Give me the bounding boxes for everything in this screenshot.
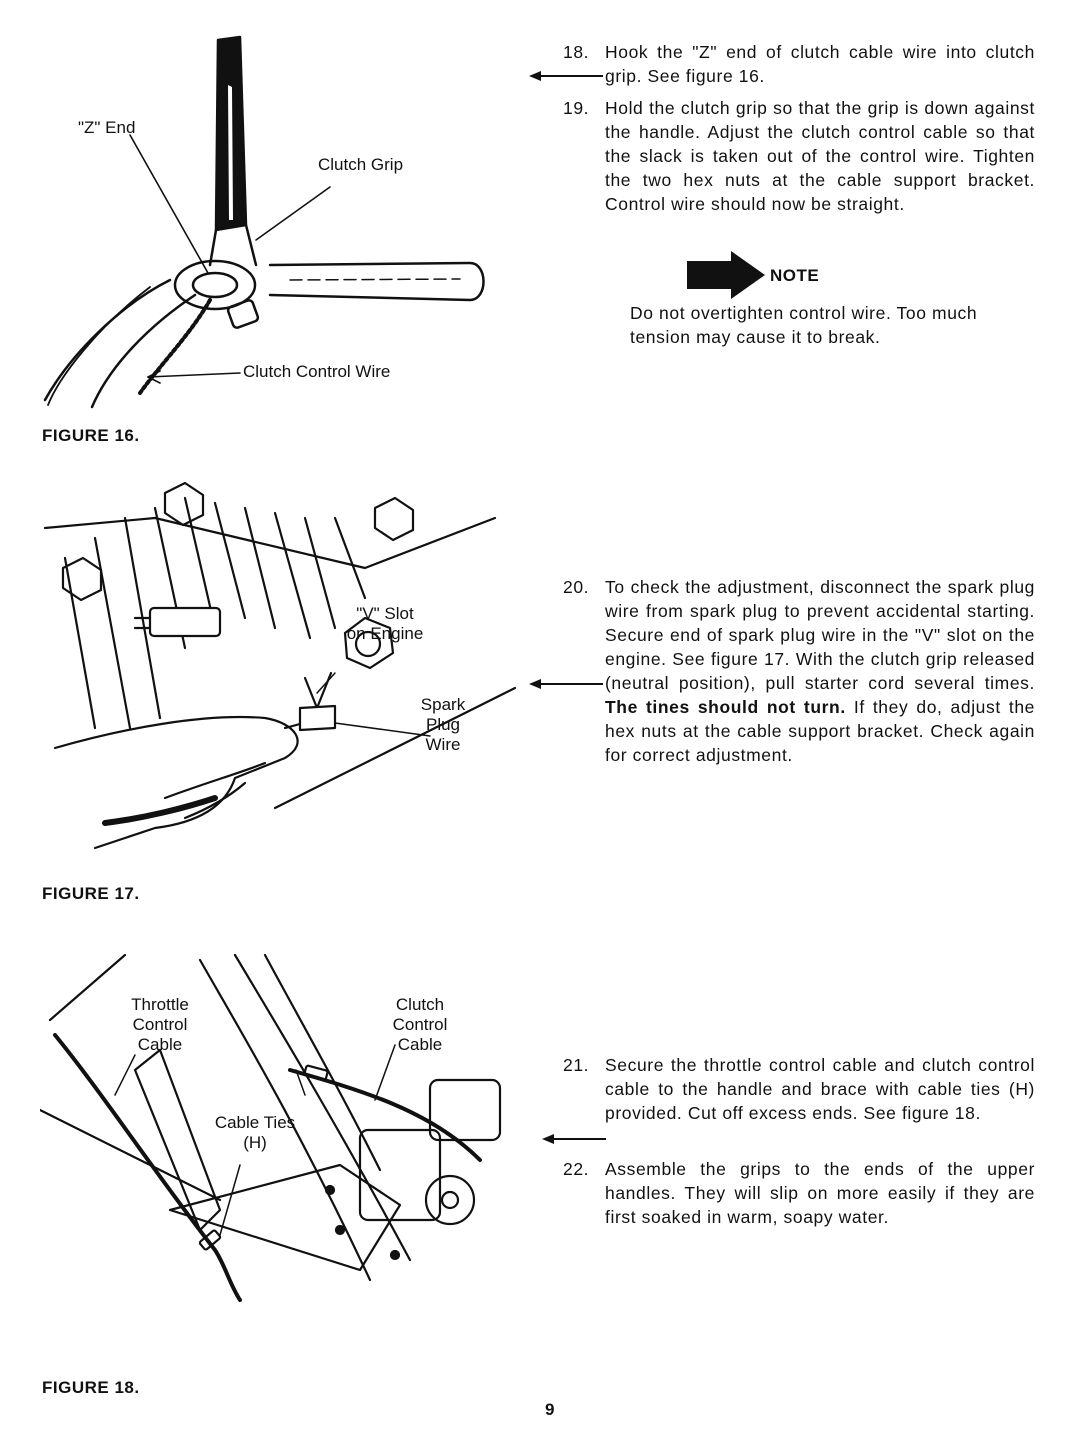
figure-17-label: FIGURE 17. (42, 884, 140, 903)
step-21-text: Secure the throttle control cable and cl… (605, 1055, 1035, 1123)
callout-v-slot: "V" Slot on Engine (320, 604, 450, 644)
step-19-text: Hold the clutch grip so that the grip is… (605, 98, 1035, 214)
note-arrow-icon (687, 251, 765, 299)
note-text: Do not overtighten control wire. Too muc… (630, 303, 978, 347)
callout-clutch-line1: Clutch (395, 995, 445, 1014)
callout-clutch-line2: Control (392, 1015, 448, 1034)
pointer-arrow-step18 (529, 71, 603, 81)
figure-17-illustration (43, 481, 517, 850)
step-20-text-a: To check the adjustment, disconnect the … (605, 577, 1035, 693)
callout-throttle-control-cable: Throttle Control Cable (105, 995, 215, 1055)
callout-ties-line2: (H) (243, 1133, 267, 1152)
callout-clutch-control-wire: Clutch Control Wire (243, 362, 391, 381)
callout-spark-line3: Wire (425, 735, 461, 754)
pointer-arrow-step21 (542, 1134, 606, 1144)
figure-18-illustration (40, 953, 502, 1302)
step-20-number: 20. (563, 577, 590, 597)
callout-spark-plug-wire: Spark Plug Wire (403, 695, 483, 755)
step-19-number: 19. (563, 98, 590, 118)
callout-spark-line1: Spark (420, 695, 466, 714)
callout-z-end: "Z" End (78, 118, 136, 137)
callout-clutch-line3: Cable (397, 1035, 443, 1054)
step-21-number: 21. (563, 1055, 590, 1075)
callout-throttle-line3: Cable (137, 1035, 183, 1054)
figure-18-label: FIGURE 18. (42, 1378, 140, 1397)
callout-clutch-grip: Clutch Grip (318, 155, 404, 174)
callout-v-slot-line1: "V" Slot (356, 604, 414, 623)
step-18-text: Hook the "Z" end of clutch cable wire in… (605, 42, 1035, 86)
callout-throttle-line2: Control (132, 1015, 188, 1034)
callout-spark-line2: Plug (425, 715, 461, 734)
callout-clutch-control-cable: Clutch Control Cable (365, 995, 475, 1055)
figure-16-label: FIGURE 16. (42, 426, 140, 445)
callout-throttle-line1: Throttle (131, 995, 189, 1014)
step-19: 19. Hold the clutch grip so that the gri… (563, 96, 1043, 244)
step-20: 20. To check the adjustment, disconnect … (563, 575, 1043, 791)
step-20-text: To check the adjustment, disconnect the … (605, 575, 1035, 767)
step-18-number: 18. (563, 42, 590, 62)
note-heading: NOTE (770, 266, 820, 285)
step-22: 22. Assemble the grips to the ends of th… (563, 1157, 1043, 1229)
step-22-text: Assemble the grips to the ends of the up… (605, 1159, 1035, 1227)
figure-16-illustration (43, 35, 485, 409)
callout-ties-line1: Cable Ties (214, 1113, 296, 1132)
pointer-arrow-step20 (529, 679, 603, 689)
step-20-text-bold: The tines should not turn. (605, 697, 846, 717)
step-22-number: 22. (563, 1159, 590, 1179)
page-number: 9 (545, 1400, 555, 1419)
step-20-text-b: If they do, adjust the hex nuts at the c… (605, 697, 1036, 765)
callout-v-slot-line2: on Engine (346, 624, 424, 643)
step-21: 21. Secure the throttle control cable an… (563, 1053, 1043, 1149)
callout-cable-ties: Cable Ties (H) (195, 1113, 315, 1153)
step-18: 18. Hook the "Z" end of clutch cable wir… (563, 40, 1043, 88)
